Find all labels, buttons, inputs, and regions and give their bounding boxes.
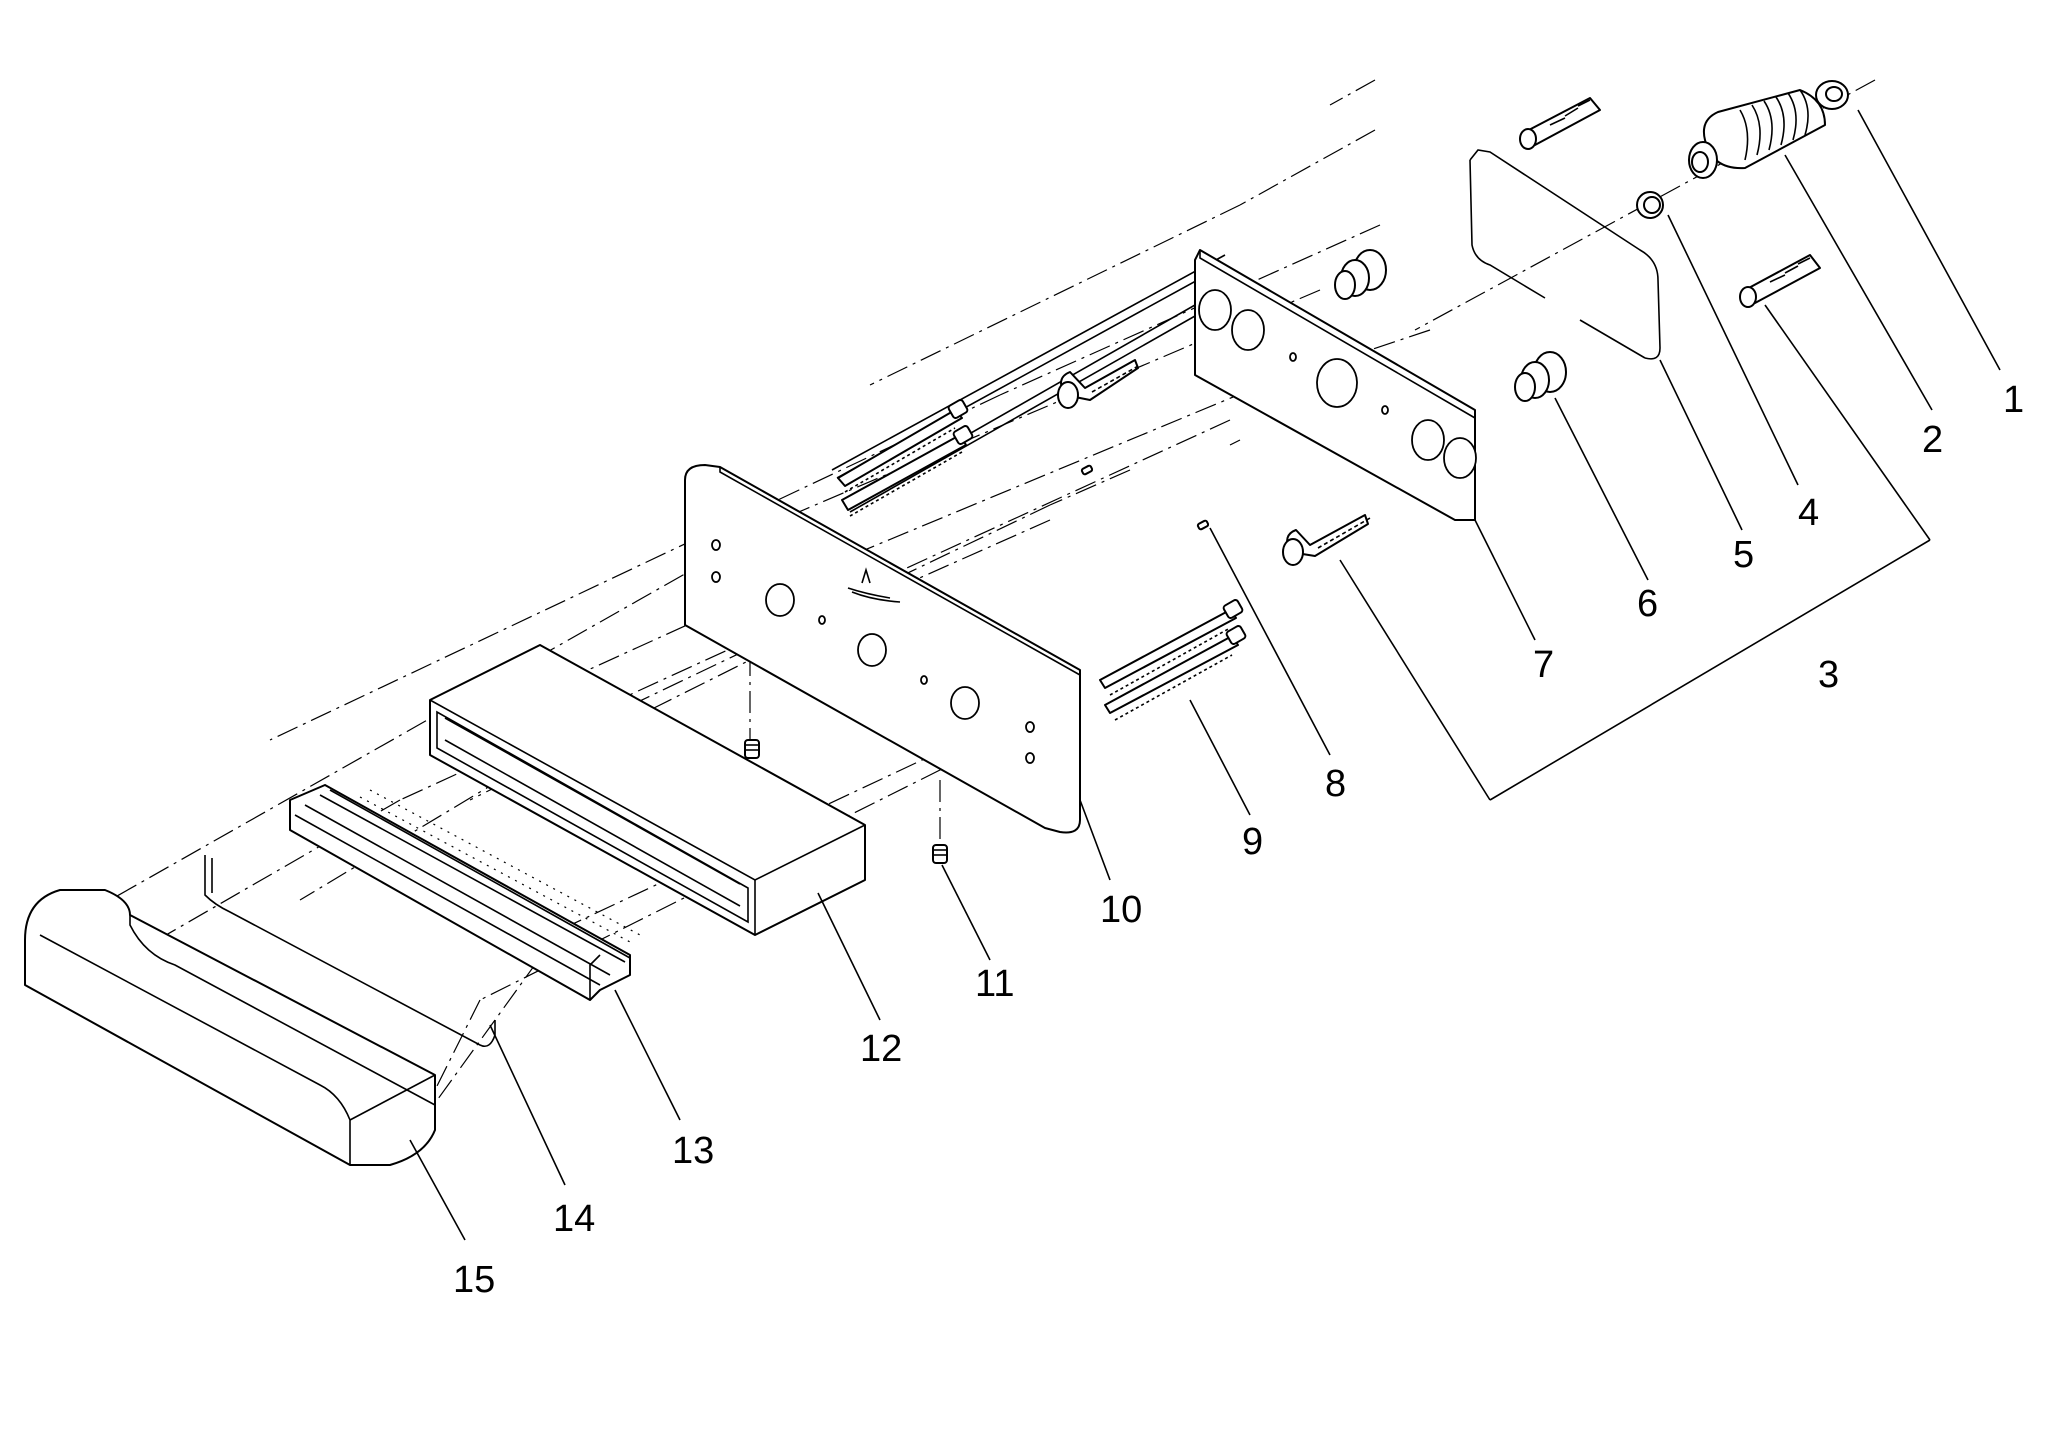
wire-frame bbox=[1469, 149, 1661, 360]
wall-plug-upper bbox=[1519, 97, 1601, 150]
pin-upper bbox=[1080, 464, 1094, 476]
wood-screw-lower bbox=[1282, 514, 1371, 566]
sleeve-threads bbox=[1739, 89, 1809, 161]
tray-shelf bbox=[24, 889, 436, 1166]
callout-7: 7 bbox=[1533, 644, 1554, 686]
callout-10: 10 bbox=[1100, 889, 1142, 931]
callout-12: 12 bbox=[860, 1028, 902, 1070]
callout-9: 9 bbox=[1242, 821, 1263, 863]
wall-plug-lower bbox=[1739, 254, 1821, 308]
callout-4: 4 bbox=[1798, 492, 1819, 534]
callout-1: 1 bbox=[2003, 379, 2024, 421]
callout-5: 5 bbox=[1733, 534, 1754, 576]
callout-6: 6 bbox=[1637, 583, 1658, 625]
callout-15: 15 bbox=[453, 1259, 495, 1301]
nut bbox=[1815, 80, 1849, 110]
brand-logo bbox=[847, 567, 901, 603]
leader-lines bbox=[409, 109, 2001, 1241]
body-box bbox=[429, 644, 866, 936]
long-screws-back bbox=[837, 399, 1247, 721]
threaded-sleeve bbox=[1688, 89, 1826, 179]
callout-3: 3 bbox=[1818, 654, 1839, 696]
plate-holes bbox=[1198, 289, 1477, 479]
mounting-plate bbox=[1194, 249, 1477, 521]
front-cover-plate bbox=[684, 464, 1081, 834]
callout-14: 14 bbox=[553, 1198, 595, 1240]
callout-labels: 1 2 3 4 5 6 7 8 9 10 11 12 13 14 15 bbox=[453, 379, 2024, 1301]
sealing-ring bbox=[1636, 191, 1664, 219]
grille-strip bbox=[289, 784, 641, 1001]
callout-13: 13 bbox=[672, 1130, 714, 1172]
wire-bracket bbox=[204, 855, 496, 1048]
callout-8: 8 bbox=[1325, 763, 1346, 805]
cover-holes bbox=[711, 539, 1035, 764]
set-screw-lower bbox=[932, 844, 948, 864]
wood-screw-upper bbox=[1057, 359, 1141, 409]
grommet-lower bbox=[1514, 351, 1567, 402]
set-screw-upper bbox=[744, 739, 760, 759]
pin-lower bbox=[1196, 519, 1210, 531]
grille-perforation bbox=[359, 789, 641, 943]
callout-11: 11 bbox=[975, 963, 1014, 1005]
callout-2: 2 bbox=[1922, 419, 1943, 461]
grommet-upper bbox=[1334, 249, 1387, 300]
